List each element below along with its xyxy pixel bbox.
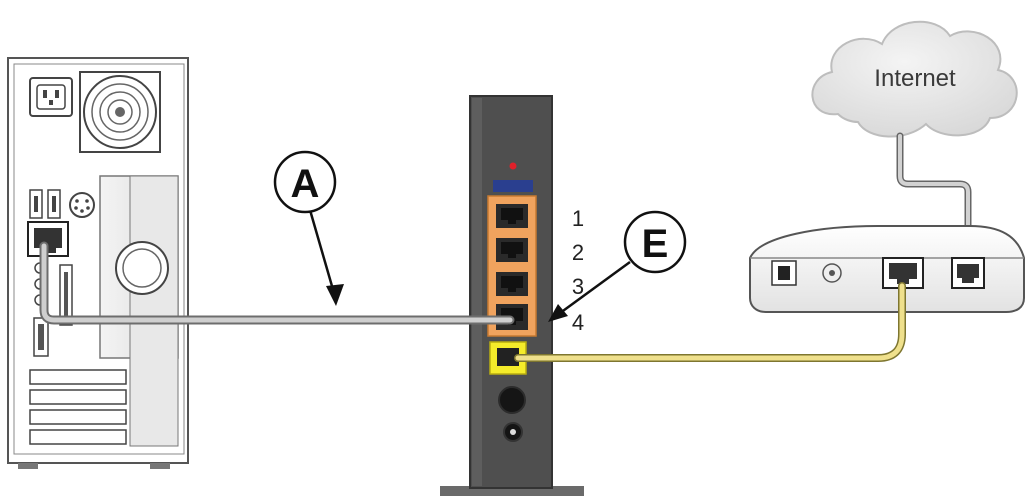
- power-socket-icon: [29, 77, 73, 117]
- internet-cloud: Internet: [811, 20, 1018, 138]
- callout-a: A: [273, 150, 344, 306]
- round-connector-icon: [115, 241, 169, 295]
- lan-port-2-icon: [496, 238, 528, 262]
- lan-port-1-icon: [496, 204, 528, 228]
- port-number-2: 2: [572, 240, 584, 265]
- router-label-plate: [493, 180, 533, 192]
- wan-port-icon: [489, 341, 527, 375]
- router-power-jack-icon: [503, 422, 523, 442]
- modem-wan-port-icon: [951, 257, 985, 289]
- port-number-4: 4: [572, 310, 584, 335]
- callout-e: E: [548, 210, 687, 322]
- callout-a-label: A: [291, 162, 320, 206]
- power-led-icon: [509, 162, 517, 170]
- internet-label: Internet: [874, 65, 956, 92]
- modem-power-jack-icon: [771, 260, 797, 286]
- computer-tower: [7, 57, 189, 469]
- cable-modem: [749, 225, 1025, 313]
- ps2-port-icon: [69, 192, 95, 218]
- fan-icon: [79, 71, 161, 153]
- modem-ethernet-port-icon: [882, 257, 924, 289]
- callout-e-label: E: [642, 222, 669, 266]
- power-button-icon: [498, 386, 526, 414]
- modem-coax-icon: [822, 263, 842, 283]
- lan-port-3-icon: [496, 272, 528, 296]
- router: [440, 95, 584, 496]
- port-number-3: 3: [572, 274, 584, 299]
- usb-ports-icon: [29, 189, 61, 219]
- port-number-1: 1: [572, 206, 584, 231]
